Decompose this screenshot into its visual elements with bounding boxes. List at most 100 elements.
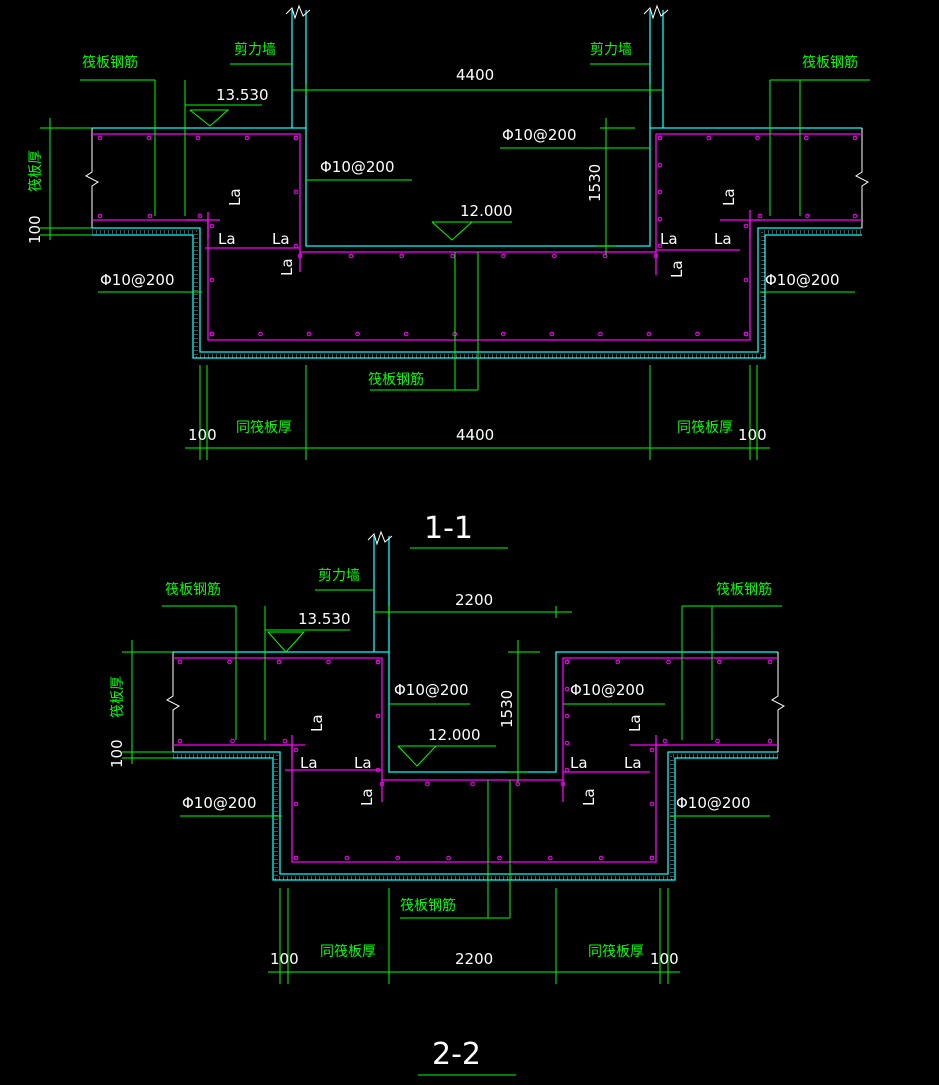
rebar-dot [649,747,655,753]
sec2-dimension-lines [122,589,782,1076]
sec1-title: 1-1 [424,511,473,546]
sec1-left-wall-label: 剪力墙 [234,42,276,58]
rebar-dot [662,738,668,744]
rebar-dot [293,801,299,807]
rebar-dot [293,189,299,195]
rebar-dot [657,162,663,168]
sec1-bottom-raft-rebar-label: 筏板钢筋 [368,371,424,388]
sec2-la-label: La [624,754,642,772]
sec1-right-wall-label: 剪力墙 [590,42,632,58]
sec2-same-raft-left: 同筏板厚 [320,943,376,960]
rebar-dot [706,135,712,141]
rebar-dot [293,747,299,753]
sec1-dim-depth: 1530 [586,164,604,202]
sec2-la-label: La [358,788,376,806]
rebar-dot [326,659,331,665]
section-1-1: 筏板钢筋 筏板钢筋 剪力墙 剪力墙 4400 13.530 12.000 Φ10… [26,4,870,549]
sec2-wall-label: 剪力墙 [318,568,360,584]
rebar-dot [293,135,299,141]
sec1-la-label: La [668,260,686,278]
rebar-dot [549,331,555,337]
sec2-raft-thickness-label: 筏板厚 [109,676,126,718]
rebar-dot [97,135,103,141]
rebar-dot [195,135,201,141]
rebar-dot [743,277,749,283]
rebar-dot [446,855,451,861]
rebar-dot [548,855,553,861]
sec2-concrete-outline [173,536,778,881]
rebar-dot [97,213,103,219]
rebar-dot [470,781,475,787]
sec1-la-label: La [218,230,236,248]
sec1-same-raft-left: 同筏板厚 [236,419,292,436]
sec2-bottom-raft-rebar-label: 筏板钢筋 [400,897,456,914]
sec2-slab-bottom-dim: 100 [108,739,126,768]
rebar-dot [375,659,381,665]
rebar-dot [177,738,183,744]
rebar-dot [564,659,570,665]
rebar-dot [560,781,566,787]
rebar-dot [657,189,663,195]
rebar-dot [649,855,655,861]
sec2-dim-bottom-width: 2200 [455,950,493,968]
sec1-cover-right-dim: 100 [738,426,767,444]
rebar-dot [755,135,760,141]
sec2-same-raft-right: 同筏板厚 [588,943,644,960]
rebar-dot [355,331,360,337]
rebar-dot [379,781,385,787]
rebar-dot [244,135,250,141]
rebar-dot [757,213,763,219]
sec1-rebar [92,133,862,341]
sec2-la-label: La [308,714,326,732]
rebar-dot [646,331,652,337]
sec1-la-label: La [272,230,290,248]
rebar-dot [598,331,603,337]
rebar-dot [450,253,455,259]
sec1-rebar-dots [97,135,858,337]
rebar-dot [209,331,215,337]
sec2-la-label: La [300,754,318,772]
rebar-dot [501,253,506,259]
rebar-dot [564,686,570,692]
sec1-elev-bottom: 12.000 [460,202,513,220]
sec1-dim-top-width: 4400 [456,66,494,84]
rebar-dot [657,135,663,141]
rebar-dot [715,738,720,744]
rebar-dot [348,253,354,259]
rebar-dot [147,213,153,219]
sec2-cover-left-dim: 100 [270,950,299,968]
rebar-dot [282,738,288,744]
rebar-dot [395,855,401,861]
rebar-dot [852,213,858,219]
rebar-dot [515,781,521,787]
sec2-cover-right-dim: 100 [650,950,679,968]
sec1-slab-bottom-dim: 100 [26,215,44,244]
sec2-right-raft-rebar-label: 筏板钢筋 [716,581,772,598]
rebar-dot [297,253,303,259]
rebar-dot [804,135,809,141]
sec1-la-label: La [720,188,738,206]
sec2-rebar [173,657,778,863]
sec1-la-label: La [226,188,244,206]
rebar-dot [767,659,773,665]
sec2-title: 2-2 [432,1037,481,1072]
rebar-dot [598,855,604,861]
sec2-la-label: La [626,714,644,732]
sec2-left-raft-rebar-label: 筏板钢筋 [165,581,221,598]
rebar-dot [227,659,232,665]
sec2-dim-depth: 1530 [498,690,516,728]
sec2-elev-top: 13.530 [298,610,351,628]
sec1-elev-top: 13.530 [216,86,269,104]
rebar-dot [403,331,409,337]
sec1-la-label: La [278,258,296,276]
rebar-dot [717,659,722,665]
sec1-left-raft-rebar-label: 筏板钢筋 [82,54,138,71]
sec1-rebar-spec-left-outer: Φ10@200 [100,271,175,289]
sec2-cover-hatch [173,754,778,880]
sec1-dimension-lines [40,63,870,549]
sec1-rebar-spec-right-outer: Φ10@200 [765,271,840,289]
rebar-dot [564,767,570,773]
sec2-elev-bottom: 12.000 [428,726,481,744]
sec1-raft-thickness-label: 筏板厚 [27,150,44,192]
